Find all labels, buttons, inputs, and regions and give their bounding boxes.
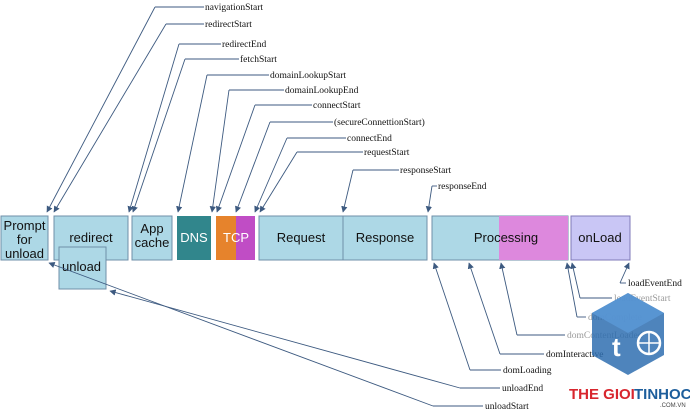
box-unload: unload — [58, 246, 107, 290]
label-navigation-start: navigationStart — [205, 3, 263, 13]
arrow-dom-interactive — [467, 262, 501, 355]
label-response-end: responseEnd — [438, 182, 487, 192]
label-domain-lookup-start: domainLookupStart — [270, 71, 346, 81]
label-unload-end: unloadEnd — [502, 384, 543, 394]
appcache-line-2: cache — [135, 235, 170, 250]
box-request: Request — [258, 215, 344, 261]
label-dom-interactive: domInteractive — [546, 350, 604, 360]
arrow-load-event-end — [619, 262, 630, 284]
label-load-event-end: loadEventEnd — [628, 279, 682, 289]
label-redirect-end: redirectEnd — [222, 40, 267, 50]
arrow-navigation-start — [46, 6, 156, 213]
box-dns: DNS — [177, 216, 211, 260]
arrow-response-end — [425, 185, 433, 213]
arrow-dom-complete — [564, 262, 578, 318]
label-response-start: responseStart — [400, 166, 452, 176]
arrow-domain-lookup-end — [209, 89, 230, 213]
label-secure-connection-start: (secureConnettionStart) — [334, 117, 425, 128]
box-app-cache: App cache — [131, 215, 173, 261]
response-label: Response — [356, 230, 415, 245]
arrow-fetch-start — [131, 58, 186, 213]
label-domain-lookup-end: domainLookupEnd — [285, 86, 359, 96]
appcache-line-1: App — [140, 221, 163, 236]
box-processing: Processing — [431, 215, 569, 261]
arrow-domain-lookup-start — [176, 74, 208, 213]
box-prompt-for-unload: Prompt for unload — [0, 215, 49, 261]
label-load-event-start: loadEventStart — [614, 294, 671, 304]
watermark-logo: t — [592, 293, 664, 375]
label-redirect-start: redirectStart — [205, 20, 252, 30]
arrow-dom-loading — [432, 262, 471, 371]
onload-label: onLoad — [578, 230, 621, 245]
arrow-redirect-start — [53, 23, 167, 213]
box-response: Response — [342, 215, 428, 261]
bottom-annotations: loadEventEnd loadEventStart domComplete … — [48, 262, 682, 412]
box-onload: onLoad — [570, 215, 631, 261]
redirect-label: redirect — [69, 230, 113, 245]
arrow-request-start — [259, 151, 298, 213]
unload-label: unload — [62, 259, 101, 274]
label-dom-loading: domLoading — [503, 366, 552, 376]
brand-red-text: THE GIOI — [569, 386, 635, 403]
logo-t-glyph: t — [612, 332, 621, 362]
arrow-redirect-end — [127, 43, 180, 213]
top-annotations: navigationStart redirectStart redirectEn… — [46, 3, 487, 213]
prompt-line-2: for — [17, 232, 33, 247]
arrow-connect-end — [254, 137, 288, 213]
arrow-load-event-start — [570, 262, 581, 299]
arrow-unload-start — [48, 262, 434, 407]
label-connect-start: connectStart — [313, 101, 361, 111]
watermark-brand: THE GIOI TINHOC .COM.VN — [569, 386, 690, 409]
dns-label: DNS — [180, 230, 208, 245]
prompt-line-3: unload — [5, 246, 44, 261]
arrow-dom-content-loaded — [499, 262, 518, 336]
label-connect-end: connectEnd — [347, 134, 392, 144]
label-request-start: requestStart — [364, 148, 410, 158]
box-tcp: TCP — [216, 216, 255, 260]
arrow-connect-start — [215, 104, 256, 213]
tcp-label: TCP — [223, 230, 249, 245]
processing-label: Processing — [474, 230, 538, 245]
brand-blue-text: TINHOC — [634, 386, 690, 403]
arrow-secure-connection-start — [235, 121, 271, 213]
label-fetch-start: fetchStart — [240, 54, 277, 65]
label-unload-start: unloadStart — [485, 402, 529, 412]
brand-domain-text: .COM.VN — [660, 403, 686, 409]
request-label: Request — [277, 230, 326, 245]
arrow-response-start — [341, 169, 354, 213]
prompt-line-1: Prompt — [4, 218, 46, 233]
